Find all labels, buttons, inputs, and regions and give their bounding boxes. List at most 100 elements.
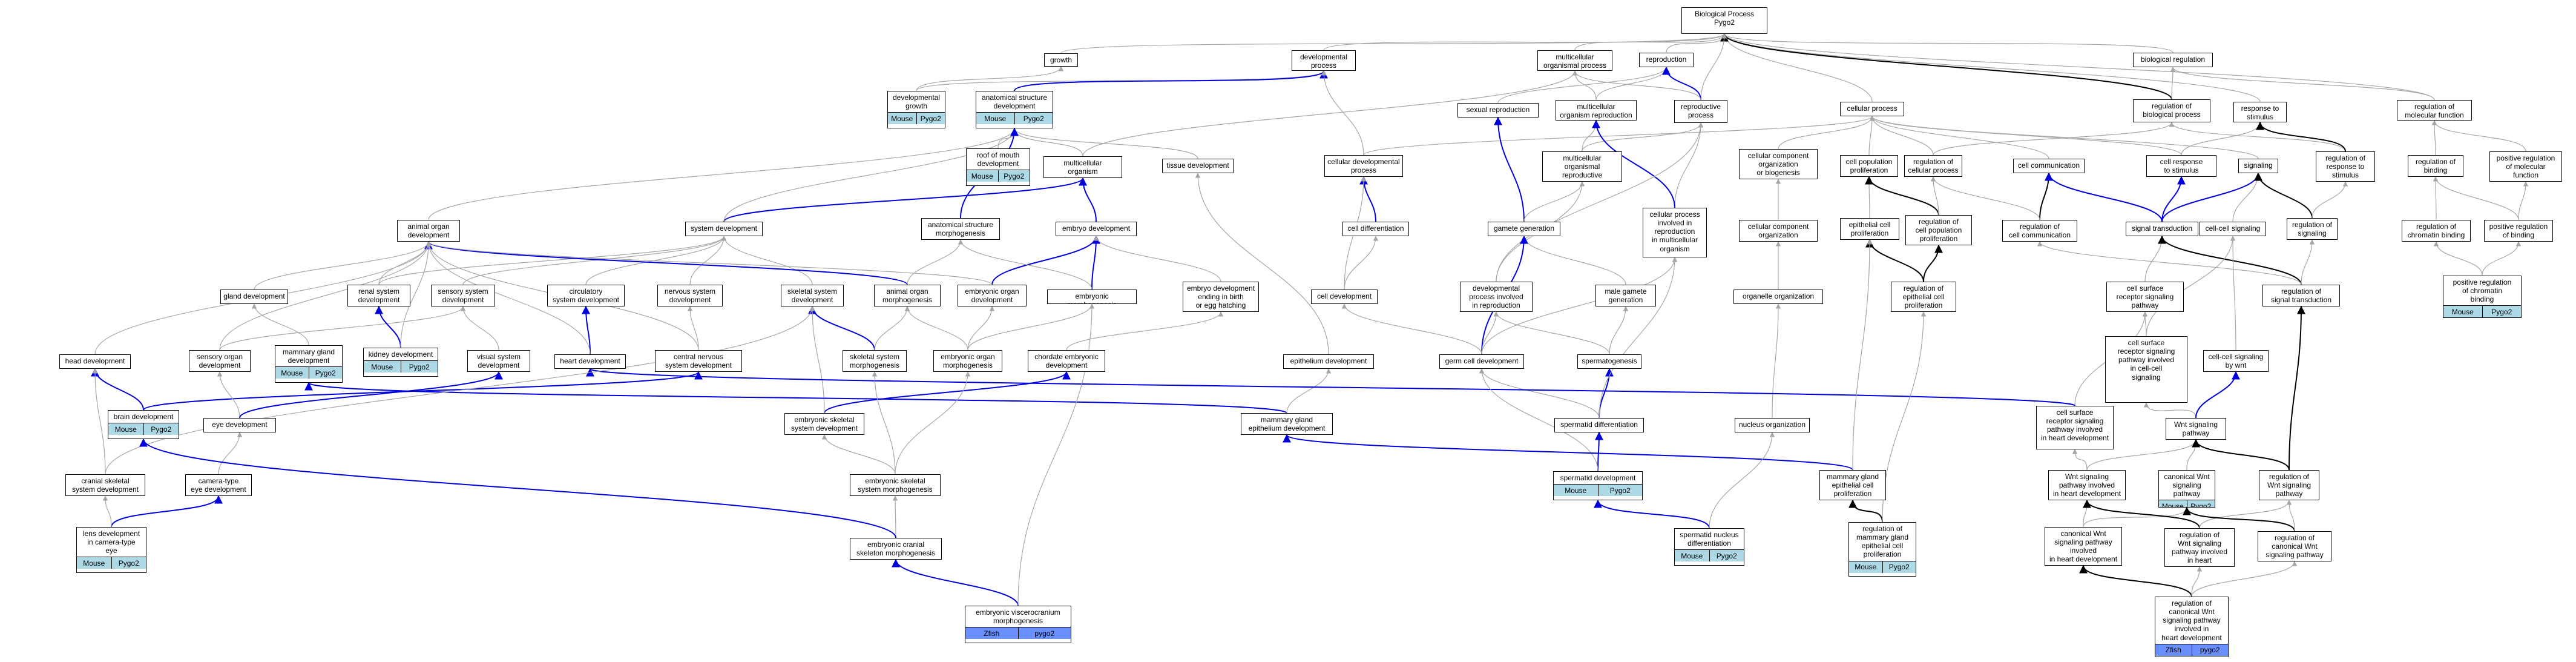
go-term-posregchrom[interactable]: positive regulation of chromatin binding… <box>2443 276 2522 318</box>
go-term-regwntheart[interactable]: regulation of Wnt signaling pathway invo… <box>2164 528 2235 567</box>
go-term-growth[interactable]: growth <box>1044 53 1078 67</box>
go-term-ccorg2[interactable]: cellular component organization <box>1739 220 1818 242</box>
go-term-mammaryprolif[interactable]: mammary gland epithelial cell proliferat… <box>1819 470 1886 500</box>
go-term-regcanwnt[interactable]: regulation of canonical Wnt signaling pa… <box>2258 531 2331 561</box>
go-term-cellsurfpath[interactable]: cell surface receptor signaling pathway <box>2106 282 2184 312</box>
go-term-chordate[interactable]: chordate embryonic development <box>1028 350 1105 372</box>
go-term-cameraeye[interactable]: camera-type eye development <box>185 474 252 496</box>
go-term-nervous[interactable]: nervous system development <box>657 285 723 306</box>
go-term-regmammary[interactable]: regulation of mammary gland epithelial c… <box>1848 522 1916 577</box>
go-term-nucleus[interactable]: nucleus organization <box>1735 418 1810 432</box>
go-term-animalmorph[interactable]: animal organ morphogenesis <box>874 285 941 306</box>
go-term-posregmol[interactable]: positive regulation of molecular functio… <box>2489 151 2562 182</box>
go-term-eye[interactable]: eye development <box>203 418 276 432</box>
go-term-animalorg[interactable]: animal organ development <box>397 220 460 242</box>
go-term-cellresp[interactable]: cell response to stimulus <box>2146 155 2216 177</box>
go-term-cellsurfheart[interactable]: cell surface receptor signaling pathway … <box>2036 406 2114 449</box>
go-term-epithelium[interactable]: epithelium development <box>1283 354 1374 369</box>
go-term-regcanwntheart[interactable]: regulation of canonical Wnt signaling pa… <box>2155 597 2229 657</box>
go-term-repro[interactable]: reproduction <box>1639 53 1694 67</box>
go-term-gametegen[interactable]: gamete generation <box>1488 222 1560 236</box>
go-term-devproc[interactable]: developmental process <box>1292 50 1356 71</box>
go-term-regbind[interactable]: regulation of binding <box>2408 155 2463 177</box>
go-term-cellcomm[interactable]: cell communication <box>2013 159 2085 173</box>
go-term-embcranial[interactable]: embryonic cranial skeleton morphogenesis <box>850 538 942 560</box>
go-term-malegamete[interactable]: male gamete generation <box>1595 285 1656 306</box>
go-term-devreproproc[interactable]: developmental process involved in reprod… <box>1460 282 1533 312</box>
go-term-ccorg[interactable]: cellular component organization or bioge… <box>1739 149 1818 179</box>
go-term-bioreg[interactable]: biological regulation <box>2133 53 2213 67</box>
go-term-posregbind[interactable]: positive regulation of binding <box>2484 220 2553 242</box>
go-term-regmol[interactable]: regulation of molecular function <box>2397 100 2472 121</box>
go-term-reproproc[interactable]: reproductive process <box>1674 100 1727 123</box>
go-term-wntheart[interactable]: Wnt signaling pathway involved in heart … <box>2048 470 2126 500</box>
go-term-sigtrans[interactable]: signal transduction <box>2126 222 2198 236</box>
go-term-sexrepro[interactable]: sexual reproduction <box>1457 103 1539 118</box>
go-term-signaling[interactable]: signaling <box>2238 159 2278 173</box>
go-term-headdev[interactable]: head development <box>59 354 131 369</box>
go-term-celldev[interactable]: cell development <box>1311 290 1378 304</box>
go-term-regcellproc[interactable]: regulation of cellular process <box>1904 155 1962 177</box>
go-term-organelle[interactable]: organelle organization <box>1733 290 1823 304</box>
go-term-multiorg[interactable]: multicellular organismal process <box>1537 50 1612 71</box>
go-term-embdevbirth[interactable]: embryo development ending in birth or eg… <box>1183 282 1259 312</box>
go-term-regsig[interactable]: regulation of signaling <box>2287 218 2338 240</box>
go-term-regcellpop[interactable]: regulation of cell population proliferat… <box>1905 215 1972 245</box>
go-term-circ[interactable]: circulatory system development <box>547 285 625 306</box>
go-term-cellcellsig[interactable]: cell-cell signaling <box>2200 222 2266 236</box>
go-term-skelmorph[interactable]: skeletal system morphogenesis <box>843 350 907 372</box>
go-term-sensorysys[interactable]: sensory system development <box>431 285 495 306</box>
go-term-regbio[interactable]: regulation of biological process <box>2133 99 2210 122</box>
go-term-cellcellwnt[interactable]: cell-cell signaling by wnt <box>2203 350 2269 372</box>
go-term-regepiprolif[interactable]: regulation of epithelial cell proliferat… <box>1891 282 1956 312</box>
go-term-embskelmorph[interactable]: embryonic skeletal system morphogenesis <box>850 474 941 496</box>
go-term-embskeldev[interactable]: embryonic skeletal system development <box>784 413 864 435</box>
go-term-skeletal[interactable]: skeletal system development <box>781 285 844 306</box>
go-term-sensoryorgan[interactable]: sensory organ development <box>189 350 251 372</box>
go-term-cns[interactable]: central nervous system development <box>655 350 742 372</box>
go-term-sysdev[interactable]: system development <box>685 222 763 236</box>
go-term-glanddev[interactable]: gland development <box>220 290 288 304</box>
go-term-multiorgdev[interactable]: multicellular organism development <box>1043 156 1122 178</box>
go-term-regresp[interactable]: regulation of response to stimulus <box>2316 151 2375 182</box>
go-term-emborgandev[interactable]: embryonic organ development <box>958 285 1027 306</box>
go-term-cellprocrepro[interactable]: cellular process involved in reproductio… <box>1643 208 1707 257</box>
go-term-regcellcomm[interactable]: regulation of cell communication <box>2002 220 2077 242</box>
go-term-cellpop[interactable]: cell population proliferation <box>1840 155 1898 177</box>
go-term-heart[interactable]: heart development <box>554 354 626 369</box>
go-term-emborgmorph[interactable]: embryonic organ morphogenesis <box>933 350 1002 372</box>
go-term-resp[interactable]: response to stimulus <box>2233 102 2287 122</box>
go-term-regchrom[interactable]: regulation of chromatin binding <box>2402 220 2471 242</box>
go-term-canwntheart[interactable]: canonical Wnt signaling pathway involved… <box>2045 527 2122 566</box>
go-term-regwnt[interactable]: regulation of Wnt signaling pathway <box>2259 470 2319 500</box>
go-term-celldiff[interactable]: cell differentiation <box>1342 222 1409 236</box>
go-term-embmorph[interactable]: embryonic morphogenesis <box>1047 290 1137 304</box>
go-term-tissuedev[interactable]: tissue development <box>1162 159 1234 173</box>
go-term-anatmorph[interactable]: anatomical structure morphogenesis <box>921 218 1000 240</box>
go-term-multirepro[interactable]: multicellular organism reproduction <box>1556 100 1637 121</box>
go-term-embdev[interactable]: embryo development <box>1056 222 1137 236</box>
go-term-spermatogenesis[interactable]: spermatogenesis <box>1577 354 1641 369</box>
go-term-epiprolif[interactable]: epithelial cell proliferation <box>1840 218 1899 240</box>
go-term-wntpath[interactable]: Wnt signaling pathway <box>2166 418 2226 440</box>
go-term-cranial[interactable]: cranial skeletal system development <box>65 474 145 496</box>
go-term-multiorgrepro[interactable]: multicellular organismal reproductive pr… <box>1542 151 1622 182</box>
go-term-cellsurfwithin[interactable]: cell surface receptor signaling pathway … <box>2105 336 2187 403</box>
go-term-regsigtrans[interactable]: regulation of signal transduction <box>2262 285 2340 306</box>
go-term-mammaryepi[interactable]: mammary gland epithelium development <box>1241 413 1333 435</box>
go-term-renal[interactable]: renal system development <box>347 285 410 306</box>
go-term-spermatid[interactable]: spermatid differentiation <box>1554 418 1644 432</box>
go-term-cellproc[interactable]: cellular process <box>1840 102 1904 116</box>
go-term-visual[interactable]: visual system development <box>467 350 530 372</box>
go-term-celldevproc[interactable]: cellular developmental process <box>1324 155 1403 177</box>
